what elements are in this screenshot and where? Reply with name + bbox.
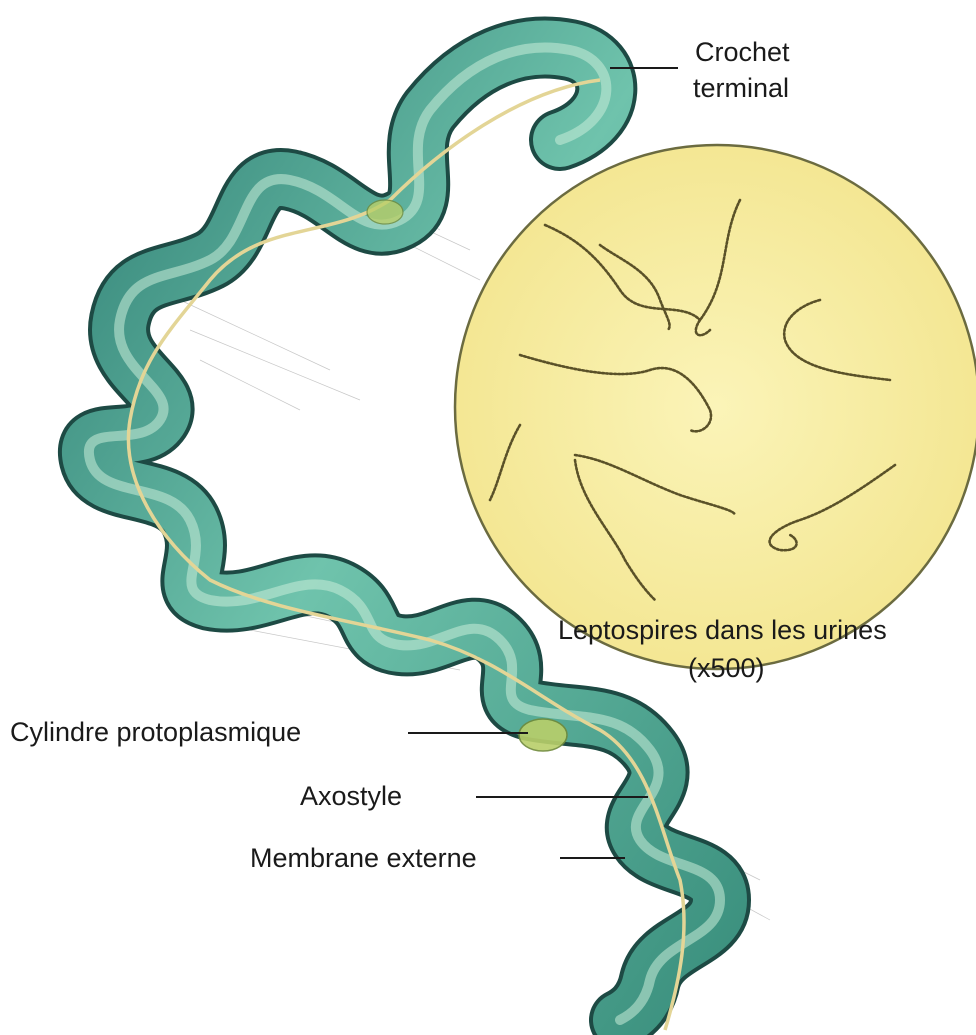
label-axostyle: Axostyle bbox=[300, 780, 402, 812]
label-crochet-line1: Crochet bbox=[695, 36, 790, 68]
label-membrane-externe: Membrane externe bbox=[250, 842, 477, 874]
label-crochet-line2: terminal bbox=[693, 72, 789, 104]
protoplasmic-inclusion bbox=[519, 719, 567, 751]
label-leptospires-caption: Leptospires dans les urines bbox=[558, 614, 887, 646]
label-magnification: (x500) bbox=[688, 652, 765, 684]
label-cylindre-protoplasmique: Cylindre protoplasmique bbox=[10, 716, 301, 748]
microscope-view bbox=[455, 145, 976, 669]
protoplasmic-inclusion bbox=[367, 200, 403, 224]
